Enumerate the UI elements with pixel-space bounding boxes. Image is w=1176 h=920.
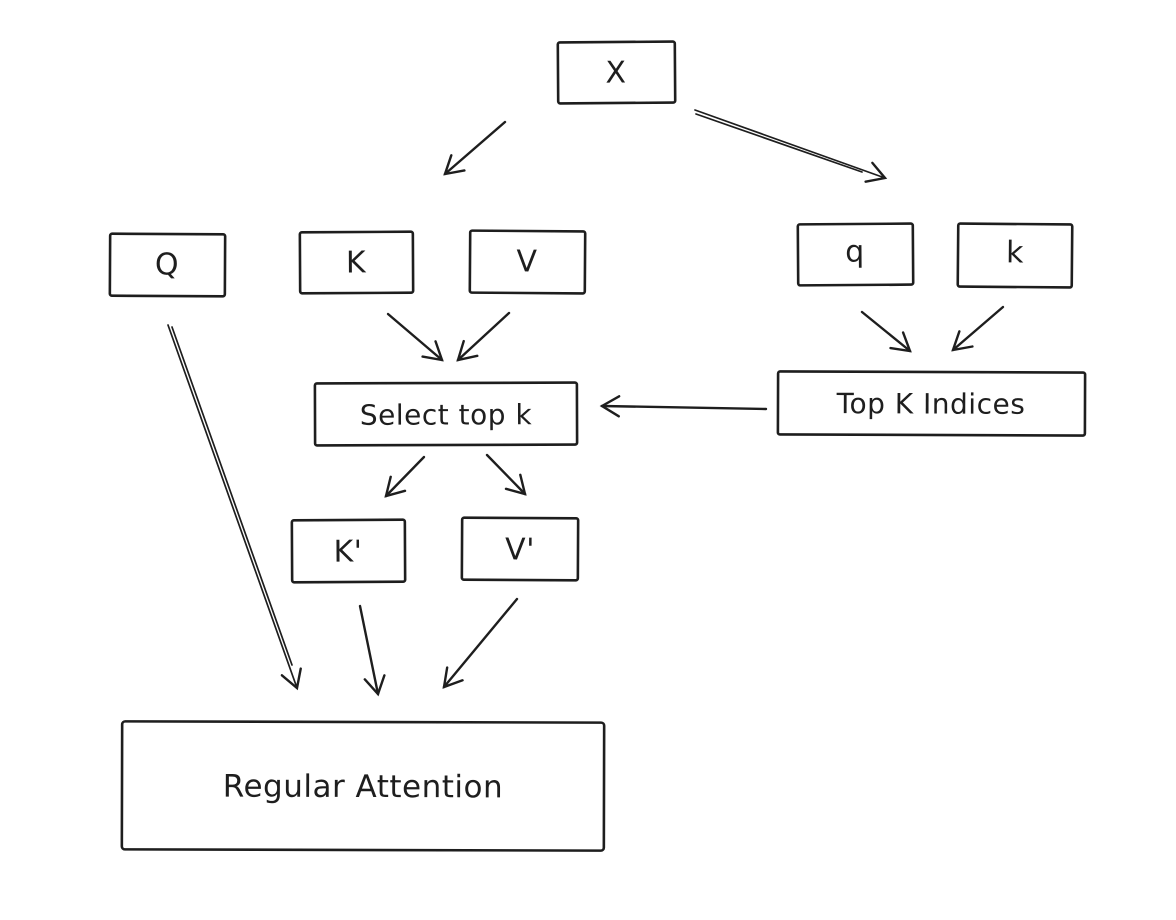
node-v-upper: V <box>468 229 587 295</box>
node-regular-attention-label: Regular Attention <box>223 769 503 806</box>
edge-select-to-kprime <box>384 455 426 498</box>
node-v-prime: V' <box>460 516 580 582</box>
node-top-k-indices-label: Top K Indices <box>836 387 1026 421</box>
edge-v-to-select <box>456 311 511 362</box>
edge-q-to-topk <box>860 310 912 353</box>
node-k-upper: K <box>298 230 415 295</box>
node-k-prime-label: K' <box>333 534 362 569</box>
node-select-top-k: Select top k <box>313 381 579 447</box>
node-k-prime: K' <box>290 518 407 584</box>
edge-q-to-regular <box>167 324 302 691</box>
node-regular-attention: Regular Attention <box>120 720 606 852</box>
edge-k-to-select <box>386 312 444 362</box>
node-v-upper-label: V <box>516 244 537 279</box>
node-k-lower-label: k <box>1006 235 1024 270</box>
node-k-lower: k <box>956 222 1074 289</box>
node-v-prime-label: V' <box>505 532 535 567</box>
node-q-lower: q <box>796 222 915 287</box>
node-x-label: X <box>605 55 626 90</box>
edge-x-to-qk <box>694 109 888 183</box>
edge-vprime-to-regular <box>442 597 519 689</box>
node-q-lower-label: q <box>845 234 865 269</box>
edge-k-to-topk <box>951 305 1005 352</box>
node-select-top-k-label: Select top k <box>360 398 533 432</box>
node-x: X <box>556 40 677 105</box>
edge-select-to-vprime <box>485 453 527 496</box>
edge-x-to-kv <box>443 120 507 176</box>
node-top-k-indices: Top K Indices <box>776 370 1087 437</box>
edge-kprime-to-regular <box>358 604 386 697</box>
node-q-upper: Q <box>108 232 227 298</box>
edge-topk-to-select <box>599 395 768 418</box>
node-q-upper-label: Q <box>155 247 179 282</box>
node-k-upper-label: K <box>346 245 367 280</box>
